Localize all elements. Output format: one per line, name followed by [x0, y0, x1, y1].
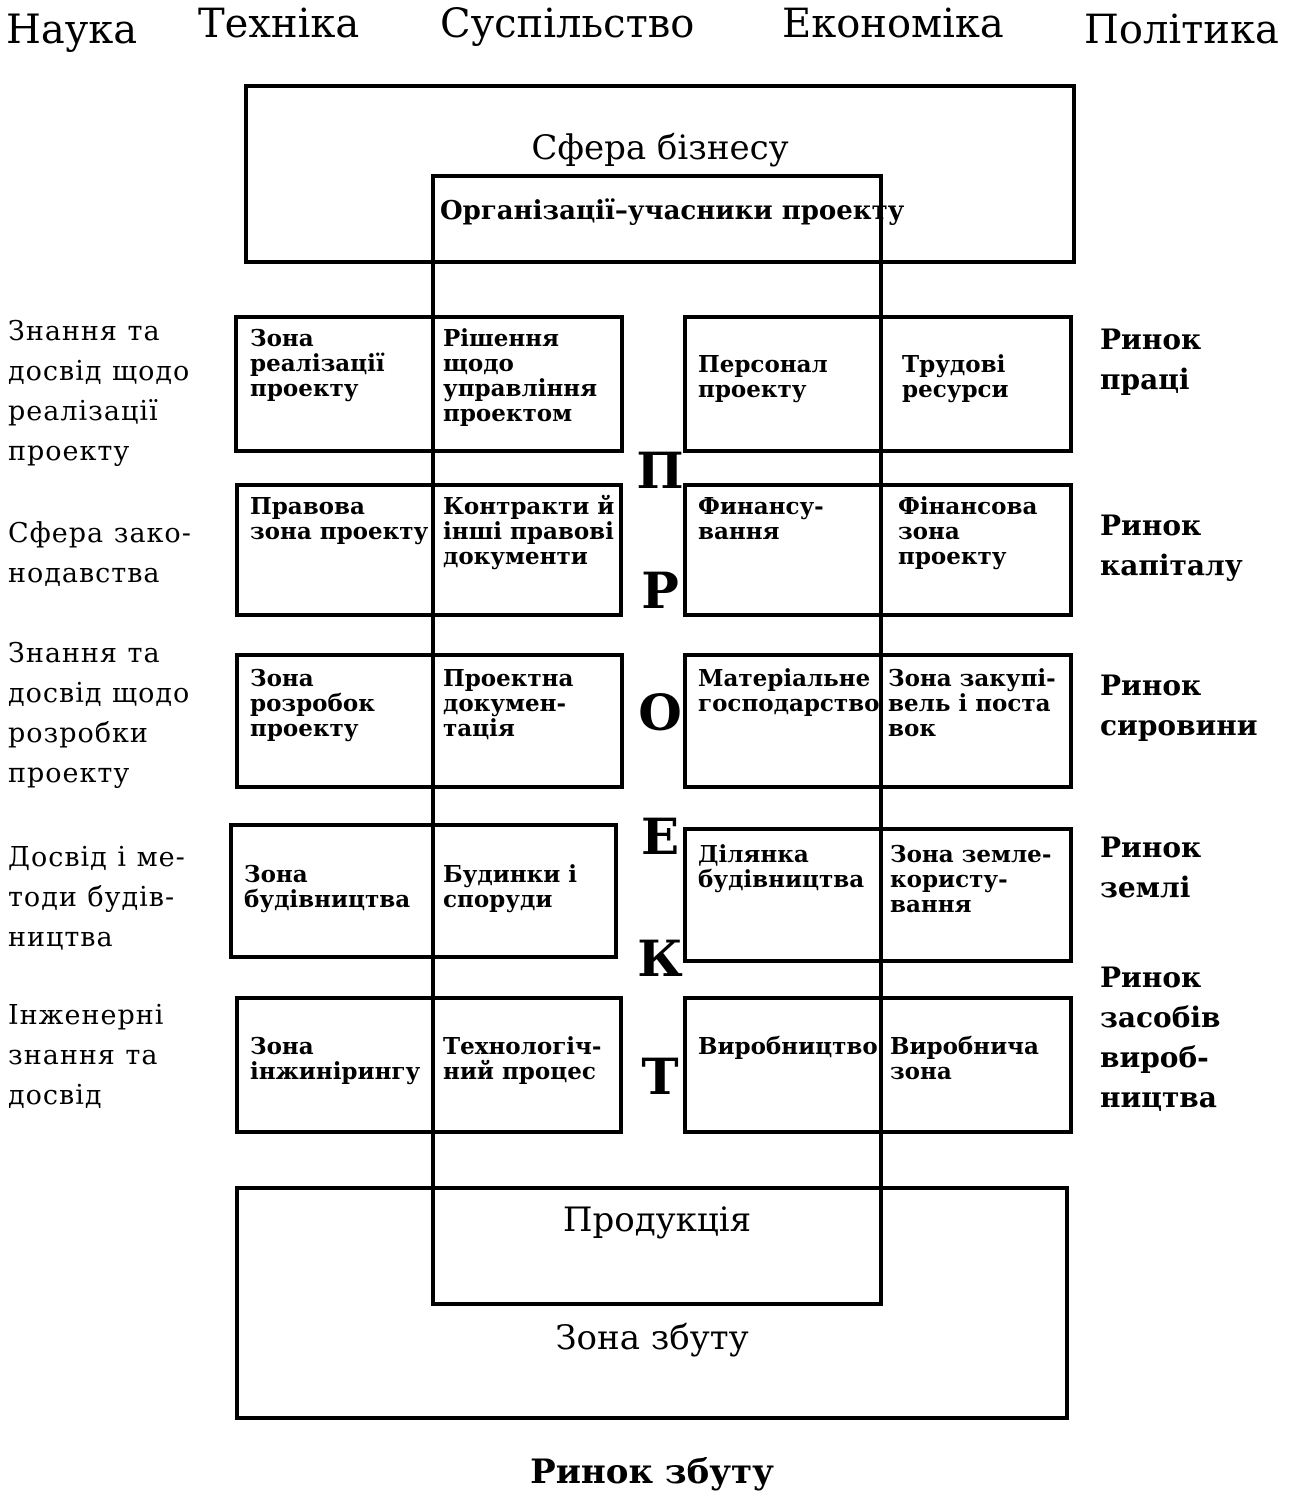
right-label-land-market: Ринок землі: [1100, 831, 1202, 904]
left-label-engineering-knowledge: Інженерні знання та досвід: [8, 1000, 165, 1111]
left-inner-row3: Проектна докумен- тація: [443, 665, 574, 742]
right-label-means-of-production-market: Ринок засобів вироб- ництва: [1100, 961, 1221, 1114]
project-letter-o: О: [638, 683, 682, 742]
sales-market-label: Ринок збуту: [530, 1452, 774, 1492]
top-term-technology: Техніка: [198, 1, 360, 47]
right-inner-row2: Финансу- вання: [698, 493, 824, 545]
right-outer-row4: Зона земле- користу- вання: [890, 841, 1052, 918]
project-column: [431, 174, 883, 1306]
right-label-capital-market: Ринок капіталу: [1100, 509, 1243, 582]
project-letter-k: К: [637, 929, 683, 988]
sales-zone-box: [235, 1186, 1069, 1420]
project-letter-p: П: [636, 441, 684, 500]
left-outer-row2: Правова зона проекту: [250, 493, 429, 545]
left-outer-row5: Зона інжинірингу: [250, 1033, 421, 1085]
right-inner-row5: Виробництво: [698, 1033, 878, 1060]
left-outer-row4: Зона будівництва: [244, 861, 411, 913]
left-label-development-knowledge: Знання та досвід щодо розробки проекту: [8, 638, 191, 789]
sales-zone-label: Зона збуту: [555, 1318, 749, 1358]
left-label-implementation-knowledge: Знання та досвід щодо реалізації проекту: [8, 316, 191, 467]
right-outer-row1: Трудові ресурси: [902, 351, 1009, 403]
top-term-society: Суспільство: [440, 1, 695, 47]
left-label-legislation: Сфера зако- нодавства: [8, 518, 192, 589]
right-outer-row5: Виробнича зона: [890, 1033, 1039, 1085]
right-label-raw-materials-market: Ринок сировини: [1100, 669, 1258, 742]
left-box-row5: [235, 996, 623, 1134]
left-inner-row4: Будинки і споруди: [443, 861, 578, 913]
right-box-row3: [683, 653, 1073, 789]
right-inner-row3: Матеріальне господарство: [698, 665, 880, 717]
left-outer-row3: Зона розробок проекту: [250, 665, 375, 742]
right-box-row4: [683, 827, 1073, 963]
right-label-labor-market: Ринок праці: [1100, 323, 1202, 396]
left-label-construction-methods: Досвід і ме- тоди будів- ництва: [8, 842, 186, 953]
left-box-row3: [235, 653, 624, 789]
project-letter-t: Т: [641, 1047, 679, 1106]
project-letter-e: Е: [640, 807, 680, 866]
right-outer-row3: Зона закупі- вель і поста вок: [888, 665, 1056, 742]
left-box-row1: [234, 315, 624, 453]
left-inner-row5: Технологіч- ний процес: [443, 1033, 602, 1085]
right-box-row2: [683, 483, 1073, 617]
left-outer-row1: Зона реалізації проекту: [250, 325, 385, 402]
left-inner-row1: Рішення щодо управління проектом: [443, 325, 598, 427]
business-sphere-label: Сфера бізнесу: [531, 128, 789, 168]
top-term-science: Наука: [6, 7, 138, 53]
top-term-economy: Економіка: [782, 1, 1004, 47]
right-inner-row1: Персонал проекту: [698, 351, 828, 403]
right-outer-row2: Фінансова зона проекту: [898, 493, 1038, 570]
right-inner-row4: Ділянка будівництва: [698, 841, 865, 893]
product-label: Продукція: [562, 1200, 752, 1240]
left-inner-row2: Контракти й інші правові документи: [443, 493, 615, 570]
business-sphere-box: [244, 84, 1076, 264]
project-letter-r: Р: [641, 561, 679, 620]
top-term-politics: Політика: [1084, 7, 1279, 53]
left-box-row2: [235, 483, 623, 617]
left-box-row4: [229, 823, 618, 959]
participants-label: Організації–учасники проекту: [440, 196, 905, 226]
right-box-row5: [683, 996, 1073, 1134]
right-box-row1: [683, 315, 1073, 453]
